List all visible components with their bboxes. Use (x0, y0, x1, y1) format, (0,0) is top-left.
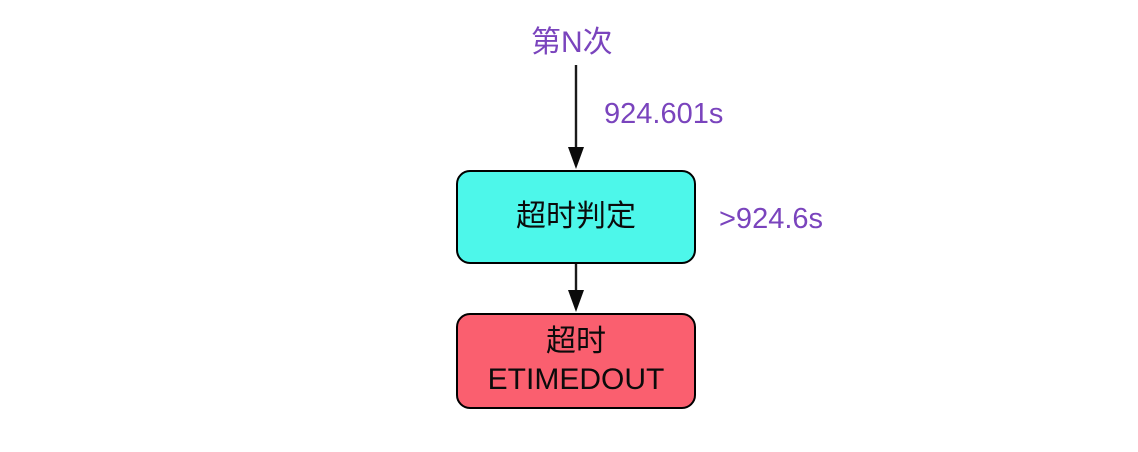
node-timeout-result-label-line1: 超时 (546, 325, 606, 358)
edge-label-attempt: 第N次 (531, 26, 613, 59)
arrowhead-down-icon (568, 290, 584, 312)
edge-label-threshold: >924.6s (719, 203, 824, 235)
edge-attempt-to-timeout-check (568, 65, 584, 169)
node-timeout-result[interactable]: 超时 ETIMEDOUT (456, 313, 696, 409)
edge-label-elapsed-time: 924.601s (604, 98, 724, 130)
node-timeout-check-label: 超时判定 (516, 200, 636, 233)
edge-timeout-check-to-result (568, 264, 584, 312)
node-timeout-result-label-line2: ETIMEDOUT (487, 363, 665, 396)
arrowhead-down-icon (568, 147, 584, 169)
node-timeout-check[interactable]: 超时判定 (456, 170, 696, 264)
